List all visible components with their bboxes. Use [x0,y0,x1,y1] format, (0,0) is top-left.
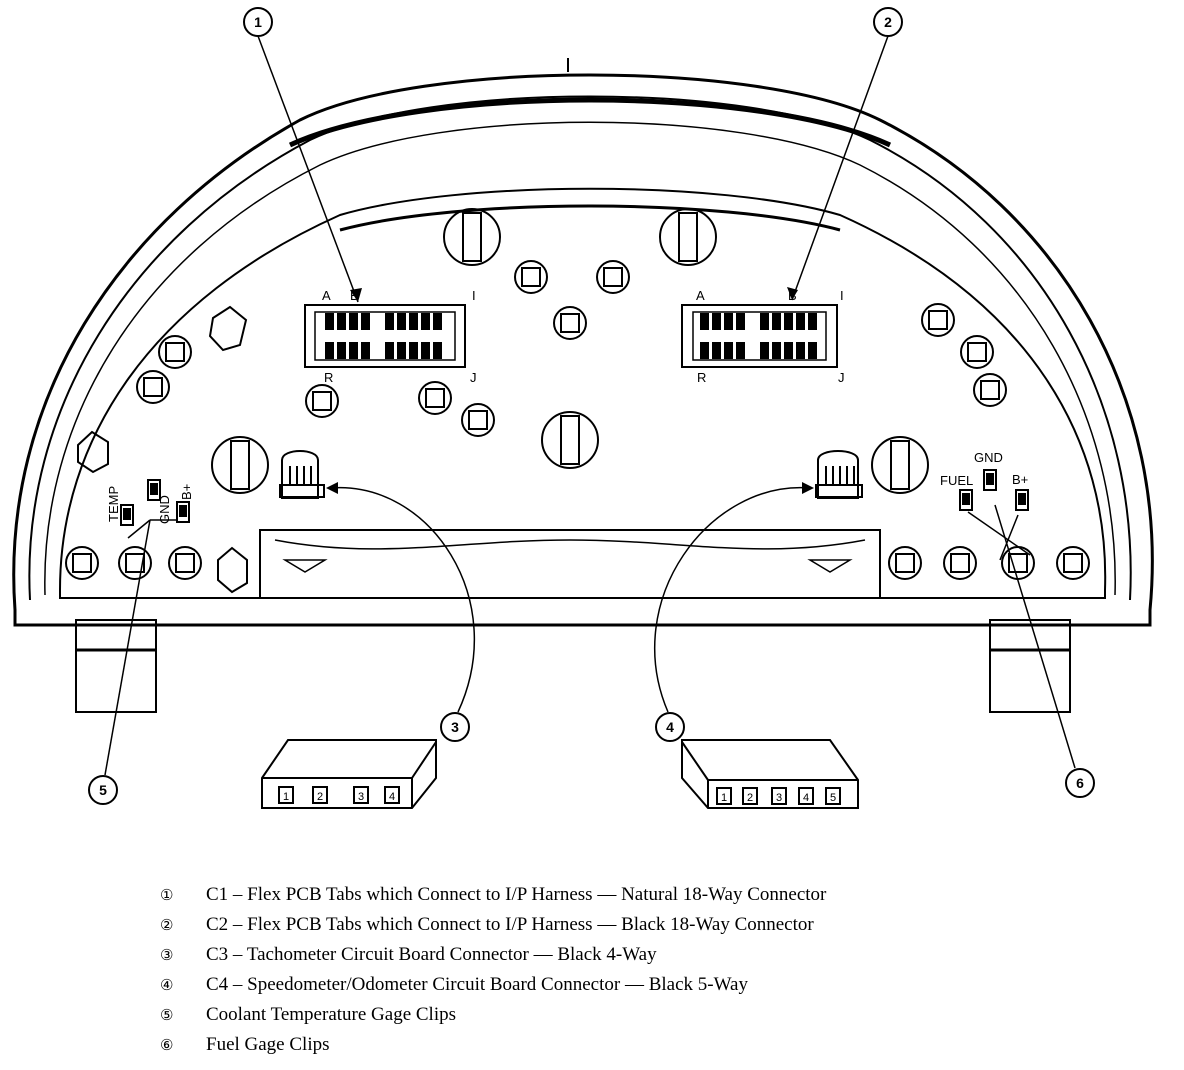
c2-label-i: I [840,288,844,303]
bulb-socket [921,303,955,337]
board-connector-c3 [279,450,325,499]
c3-pin-4: 4 [389,791,395,803]
bulb-socket [158,335,192,369]
callout-4: 4 [655,712,685,742]
svg-text:4: 4 [666,719,674,735]
bulb-socket [168,546,202,580]
gauge-pivot [211,436,269,494]
bulb-socket [418,381,452,415]
legend-text: C2 – Flex PCB Tabs which Connect to I/P … [206,914,814,935]
bulb-socket [305,384,339,418]
gauge-pivot [871,436,929,494]
gauge-pivots [211,208,929,494]
c3-pin-2: 2 [317,791,323,803]
temp-gage-clips: TEMP GND B+ [106,479,194,526]
gauge-pivot [443,208,501,266]
temp-clip-label-temp: TEMP [106,486,121,522]
legend: ① C1 – Flex PCB Tabs which Connect to I/P… [160,880,1060,1060]
legend-text: C3 – Tachometer Circuit Board Connector … [206,944,657,965]
fuel-clip-label-gnd: GND [974,450,1003,465]
connector-c2: A B I R J [681,288,845,385]
legend-item-fuel-clips: ⑥ Fuel Gage Clips [160,1030,1060,1060]
legend-text: C4 – Speedometer/Odometer Circuit Board … [206,974,748,995]
svg-text:1: 1 [254,14,262,30]
bulb-socket [118,546,152,580]
bulb-socket [65,546,99,580]
temp-clip-label-gnd: GND [157,495,172,524]
bulb-socket [888,546,922,580]
instrument-cluster-diagram: A B I R J A B I R J [12,7,1154,809]
fuel-gage-clips: FUEL GND B+ [940,450,1029,511]
arrow-heads [326,287,814,494]
callout-5: 5 [88,775,118,805]
c4-pin-3: 3 [776,792,782,804]
svg-text:6: 6 [1076,775,1084,791]
legend-marker: ⑥ [160,1038,174,1054]
gauge-pivot [659,208,717,266]
legend-text: C1 – Flex PCB Tabs which Connect to I/P … [206,884,827,905]
c1-label-j: J [470,370,477,385]
legend-text: Coolant Temperature Gage Clips [206,1004,457,1025]
callout-1: 1 [243,7,273,37]
bulb-socket [596,260,630,294]
legend-marker: ⑤ [160,1008,174,1024]
legend-item-c3: ③ C3 – Tachometer Circuit Board Connector… [160,940,1060,970]
bulb-socket [553,306,587,340]
callout-3: 3 [440,712,470,742]
c1-label-r: R [324,370,333,385]
temp-clip-label-b-plus: B+ [179,484,194,500]
connector-c1: A B I R J [304,288,477,385]
legend-marker: ② [160,918,174,934]
hex-nut [217,546,248,594]
bulb-socket [943,546,977,580]
c2-label-r: R [697,370,706,385]
c2-label-j: J [838,370,845,385]
svg-text:3: 3 [451,719,459,735]
harness-connector-c3: 1 2 3 4 [261,739,437,809]
legend-item-c1: ① C1 – Flex PCB Tabs which Connect to I/P… [160,880,1060,910]
legend-item-c2: ② C2 – Flex PCB Tabs which Connect to I/P… [160,910,1060,940]
cluster-housing [12,58,1154,713]
hex-nut [77,430,109,474]
legend-marker: ④ [160,978,174,994]
svg-text:2: 2 [884,14,892,30]
c4-pin-4: 4 [803,792,809,804]
fuel-clip-label-b-plus: B+ [1012,472,1028,487]
fuel-clip-label-fuel: FUEL [940,473,973,488]
bulb-socket [960,335,994,369]
hex-nut [208,305,248,352]
callout-2: 2 [873,7,903,37]
c2-label-a: A [696,288,705,303]
bulb-socket [1056,546,1090,580]
leader-lines [104,35,1076,776]
callout-6: 6 [1065,768,1095,798]
legend-text: Fuel Gage Clips [206,1034,330,1055]
board-connector-c4 [815,450,863,499]
c1-label-a: A [322,288,331,303]
bulb-socket [461,403,495,437]
svg-text:5: 5 [99,782,107,798]
c1-label-i: I [472,288,476,303]
legend-item-c4: ④ C4 – Speedometer/Odometer Circuit Board… [160,970,1060,1000]
legend-marker: ③ [160,948,174,964]
bulb-socket [514,260,548,294]
c3-pin-3: 3 [358,791,364,803]
c4-pin-5: 5 [830,792,836,804]
c3-pin-1: 1 [283,791,289,803]
legend-marker: ① [160,888,174,904]
hex-nuts [77,305,248,594]
bulb-sockets [65,260,1090,580]
bulb-socket [973,373,1007,407]
c4-pin-1: 1 [721,792,727,804]
bulb-socket [1001,546,1035,580]
bulb-socket [136,370,170,404]
harness-connector-c4: 1 2 3 4 5 [681,739,859,809]
gauge-pivot [541,411,599,469]
legend-item-coolant-clips: ⑤ Coolant Temperature Gage Clips [160,1000,1060,1030]
c4-pin-2: 2 [747,792,753,804]
